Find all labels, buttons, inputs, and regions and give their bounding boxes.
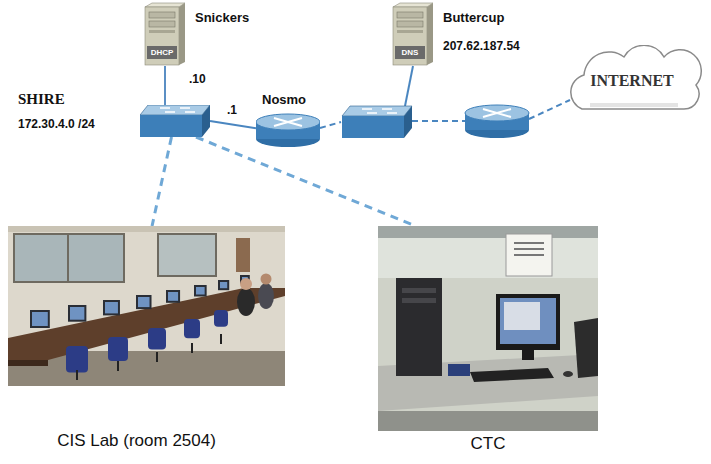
lab-photo [8, 226, 285, 386]
dashed-link [196, 137, 415, 226]
cloud-label: INTERNET [577, 72, 687, 90]
ctc-photo: CTC [378, 226, 598, 431]
server-role: DNS [395, 46, 425, 59]
network-name: SHIRE [18, 91, 65, 108]
ip-address: 207.62.187.54 [443, 39, 520, 53]
network-switch: SHIRE172.30.4.0 /24 [140, 105, 210, 137]
subnet-address: 172.30.4.0 /24 [18, 117, 95, 131]
switch-icon [140, 105, 210, 137]
interface-address: .1 [226, 103, 238, 117]
internet-cloud: INTERNET [560, 45, 705, 117]
lab-photo: CIS Lab (room 2504) [8, 226, 285, 386]
router: Nosmo [256, 113, 320, 147]
server-role: DHCP [147, 46, 177, 59]
photo-caption: CTC [378, 434, 598, 454]
dhcp-server: SnickersDHCP [143, 2, 187, 66]
photo-caption: CIS Lab (room 2504) [0, 431, 275, 451]
ctc-photo [378, 226, 598, 431]
server-name: Buttercup [443, 10, 504, 25]
router-icon [256, 113, 320, 147]
network-link [210, 121, 256, 128]
switch-icon [342, 106, 412, 138]
interface-address: .10 [188, 72, 207, 86]
router-icon [465, 105, 529, 138]
router-name: Nosmo [262, 92, 306, 107]
network-link [164, 66, 166, 105]
server-name: Snickers [195, 10, 249, 25]
dashed-link [152, 137, 171, 226]
dns-server: Buttercup207.62.187.54DNS [391, 2, 435, 66]
